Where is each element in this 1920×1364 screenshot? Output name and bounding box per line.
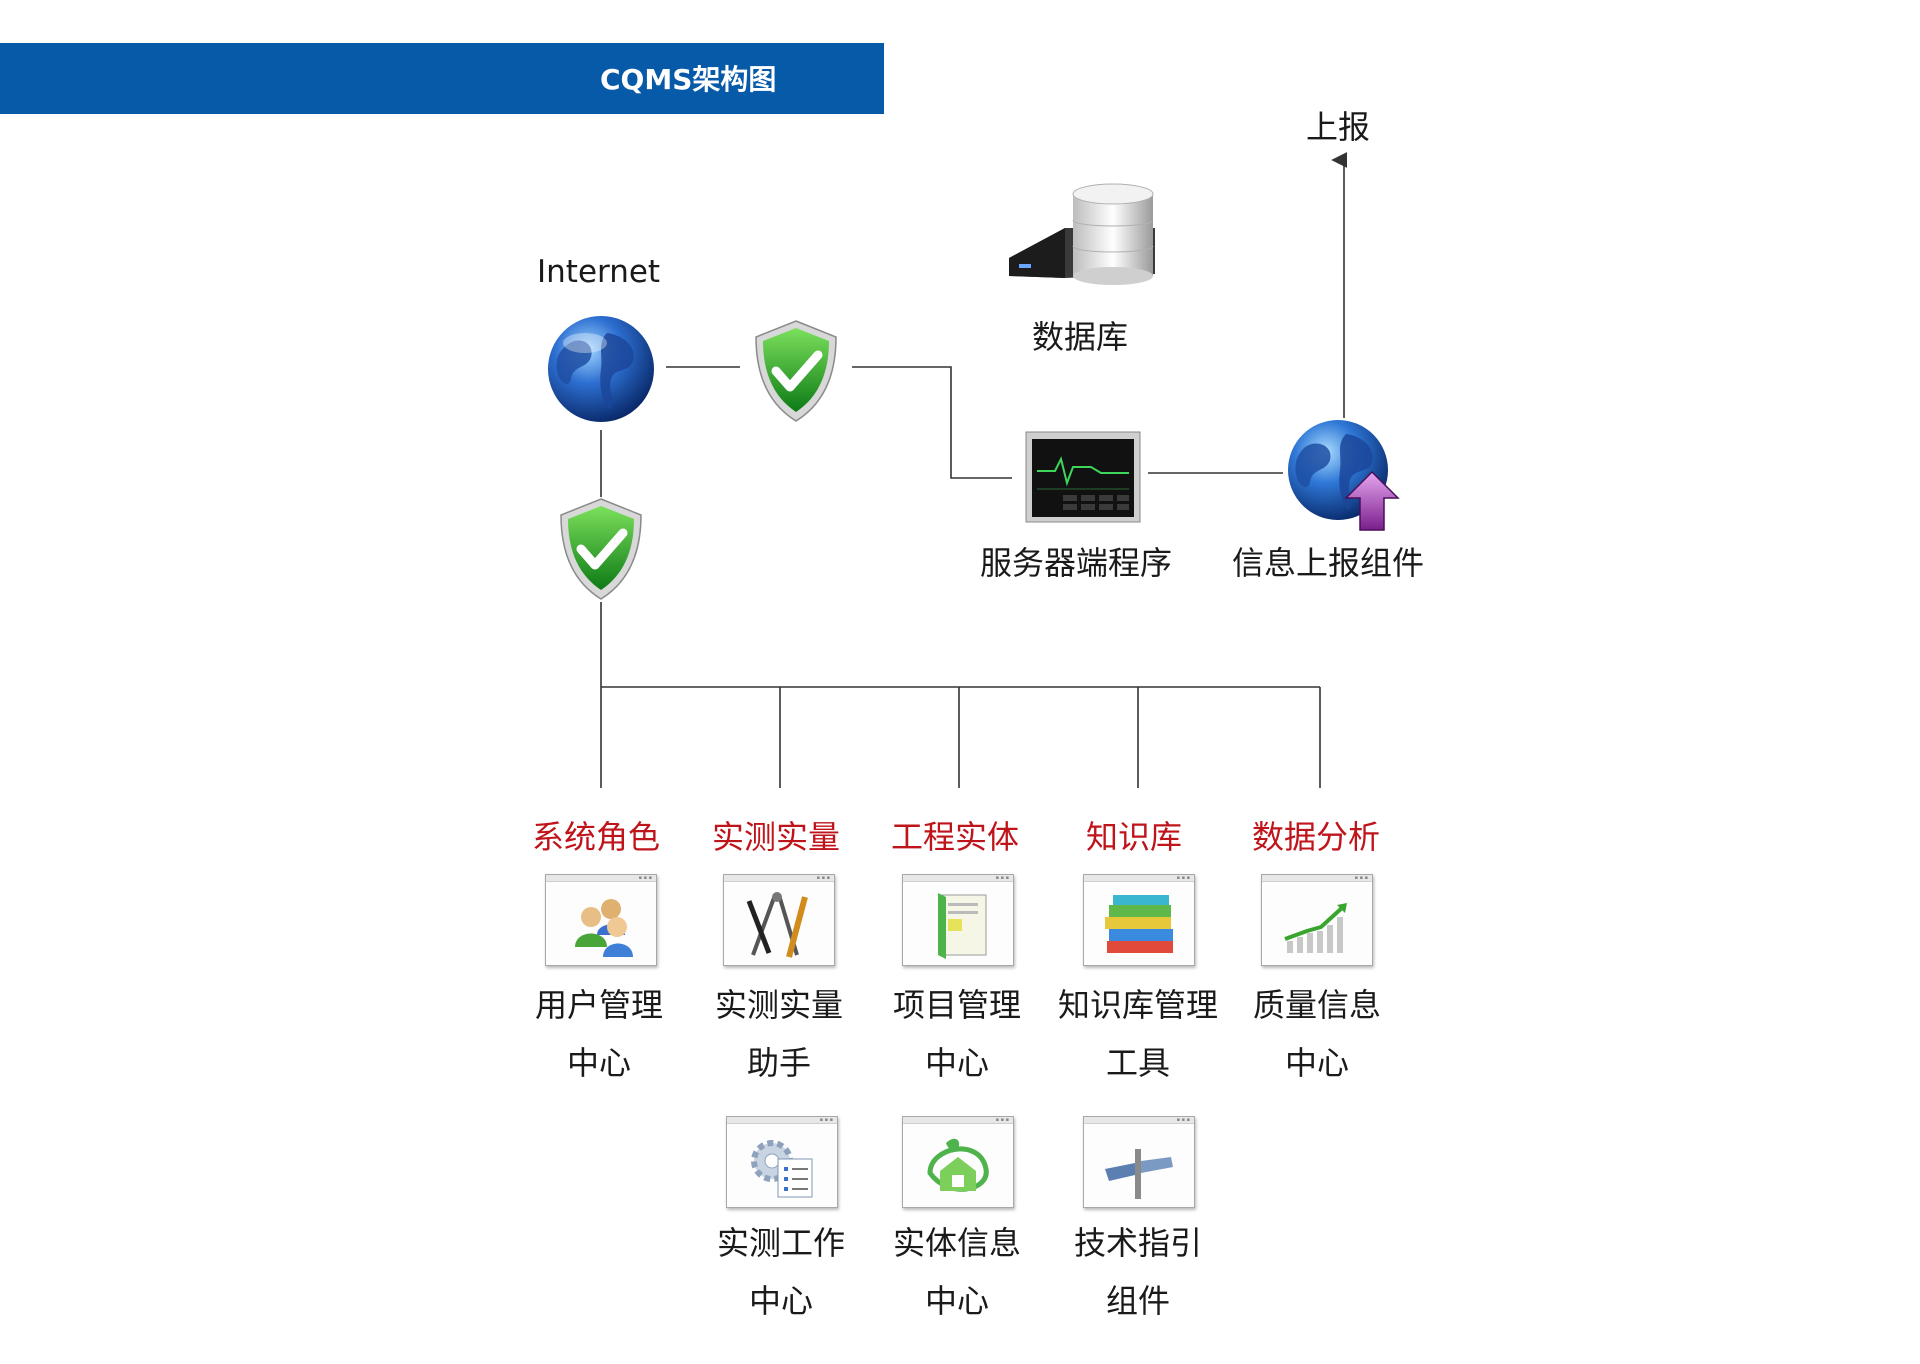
shield-check-icon [755, 320, 837, 422]
category-data-analysis: 数据分析 [1252, 818, 1381, 856]
category-engineering-entity: 工程实体 [891, 818, 1020, 856]
users-icon [575, 899, 633, 957]
module-knowledge-tool[interactable]: ▪ ▪ ▪ [1083, 874, 1195, 966]
module-tech-guide[interactable]: ▪ ▪ ▪ [1083, 1116, 1195, 1208]
drafting-tools-icon [746, 892, 808, 958]
category-knowledge-base: 知识库 [1086, 818, 1183, 856]
module-measurement-work[interactable]: ▪ ▪ ▪ [726, 1116, 838, 1208]
database-label: 数据库 [1032, 318, 1129, 356]
module-label-tech-guide: 技术指引组件 [1073, 1224, 1202, 1320]
title-banner [0, 43, 884, 114]
page-title: CQMS架构图 [600, 63, 777, 96]
globe-icon [548, 316, 654, 422]
module-project-management[interactable]: ▪ ▪ ▪ [902, 874, 1014, 966]
server-monitor-icon [1025, 431, 1141, 523]
gear-checklist-icon [751, 1140, 813, 1198]
module-label-quality-info: 质量信息中心 [1252, 986, 1381, 1082]
internet-label: Internet [537, 254, 661, 290]
server-label: 服务器端程序 [980, 544, 1173, 582]
database-server-icon [1009, 183, 1155, 285]
report-component-label: 信息上报组件 [1232, 544, 1425, 582]
shield-check-icon [560, 498, 642, 600]
category-system-role: 系统角色 [532, 818, 661, 856]
signpost-icon [1105, 1149, 1173, 1199]
eco-house-icon [927, 1138, 989, 1192]
module-label-project-management: 项目管理中心 [892, 986, 1021, 1082]
module-measurement-assistant[interactable]: ▪ ▪ ▪ [723, 874, 835, 966]
module-label-user-management: 用户管理中心 [534, 986, 663, 1082]
module-label-knowledge-tool: 知识库管理工具 [1057, 986, 1218, 1082]
document-book-icon [938, 893, 987, 959]
module-label-measurement-assistant: 实测实量助手 [714, 986, 843, 1082]
module-quality-info[interactable]: ▪ ▪ ▪ [1261, 874, 1373, 966]
globe-upload-icon [1288, 420, 1400, 531]
growth-chart-icon [1284, 903, 1347, 953]
module-label-entity-info: 实体信息中心 [892, 1224, 1021, 1320]
module-entity-info[interactable]: ▪ ▪ ▪ [902, 1116, 1014, 1208]
module-user-management[interactable]: ▪ ▪ ▪ [545, 874, 657, 966]
category-measurement: 实测实量 [712, 818, 841, 856]
line-shield-server [852, 366, 1012, 479]
report-target-label: 上报 [1306, 108, 1371, 146]
books-stack-icon [1105, 895, 1173, 953]
module-label-measurement-work: 实测工作中心 [716, 1224, 845, 1320]
